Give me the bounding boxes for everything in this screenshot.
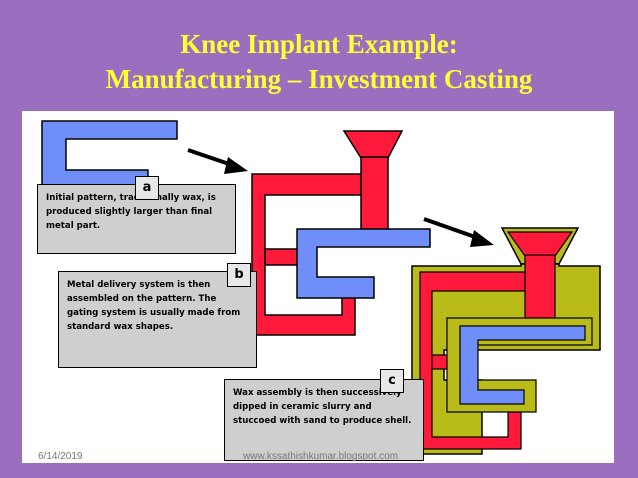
arrow-a-to-b — [187, 148, 248, 174]
slide-title-line-1: Knee Implant Example: — [180, 29, 458, 59]
footer-date: 6/14/2019 — [38, 451, 83, 462]
arrow-b-to-c — [423, 217, 494, 247]
step-b-tag: b — [227, 263, 251, 287]
step-b-description: Metal delivery system is then assembled … — [58, 271, 257, 368]
gated-pattern-b — [251, 130, 431, 336]
footer-source: www.kssathishkumar.blogspot.com — [243, 451, 399, 462]
slide-title-line-2: Manufacturing – Investment Casting — [105, 64, 533, 94]
step-a-tag: a — [135, 176, 159, 200]
step-c-tag: c — [380, 369, 404, 393]
shelled-assembly-c — [411, 227, 601, 455]
